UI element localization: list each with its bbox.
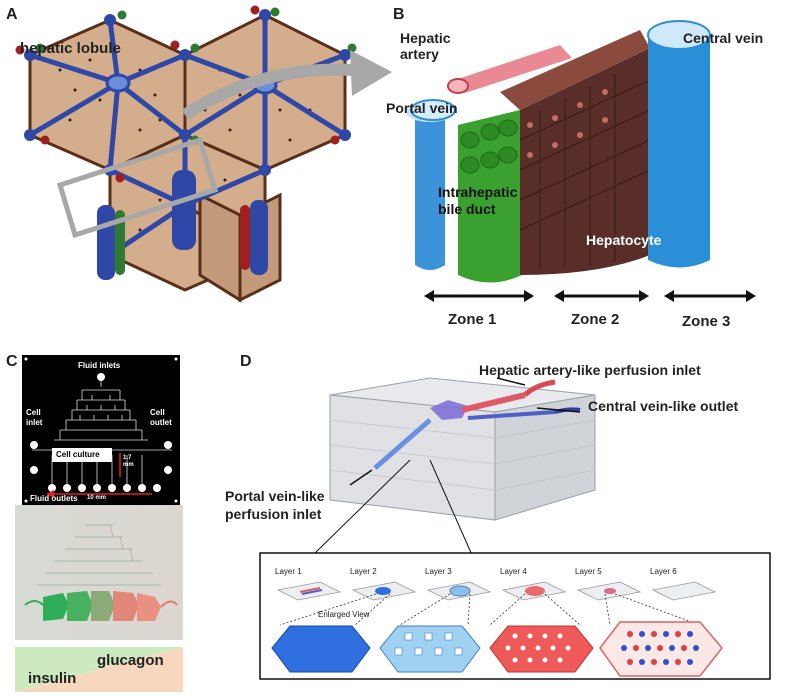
panel-c-letter: C [6, 353, 18, 370]
panel-b-letter: B [393, 6, 405, 23]
chip-schematic: Fluid inlets Cell inlet Cell outlet Cell… [22, 355, 180, 505]
hepatic-inlet-label: Hepatic artery-like perfusion inlet [479, 362, 701, 378]
hepatic-artery-label: Hepatic artery [400, 30, 451, 62]
layer-4-label: Layer 4 [500, 567, 527, 576]
cell-outlet-label: Cell outlet [150, 408, 172, 427]
zone-3-label: Zone 3 [682, 313, 731, 330]
zone-1-label: Zone 1 [448, 311, 497, 328]
portal-vein-label: Portal vein [386, 100, 458, 116]
fluid-outlets-label: Fluid outlets [30, 494, 78, 503]
zoom-arrow [181, 63, 356, 120]
selection-box [56, 136, 219, 239]
bile-duct-label: Intrahepatic bile duct [438, 184, 518, 217]
layer-6-label: Layer 6 [650, 567, 677, 576]
layer-1-label: Layer 1 [275, 567, 302, 576]
dimension-v-label: 1.7 mm [123, 455, 134, 468]
cell-inlet-label: Cell inlet [26, 408, 43, 427]
insulin-label: insulin [28, 670, 77, 687]
enlarged-view-label: Enlarged View [318, 610, 370, 619]
layer-5-label: Layer 5 [575, 567, 602, 576]
central-vein-label: Central vein [683, 30, 764, 46]
central-outlet-label: Central vein-like outlet [588, 398, 739, 414]
dimension-h-label: 10 mm [87, 495, 107, 501]
fluid-inlets-label: Fluid inlets [78, 361, 121, 370]
layer-2-label: Layer 2 [350, 567, 377, 576]
cell-culture-label: Cell culture [56, 450, 100, 459]
portal-inlet-label: Portal vein-like perfusion inlet [225, 488, 325, 522]
portal-triads [15, 5, 357, 261]
panel-d-letter: D [240, 353, 252, 370]
zone-2-label: Zone 2 [571, 311, 620, 328]
sinusoid-dots [58, 58, 312, 242]
glucagon-label: glucagon [97, 652, 164, 669]
panel-a-letter: A [6, 6, 18, 23]
hepatocyte-label: Hepatocyte [586, 232, 662, 248]
chip-photo [15, 505, 183, 640]
hepatic-lobule-label: hepatic lobule [20, 40, 121, 57]
layer-3-label: Layer 3 [425, 567, 452, 576]
